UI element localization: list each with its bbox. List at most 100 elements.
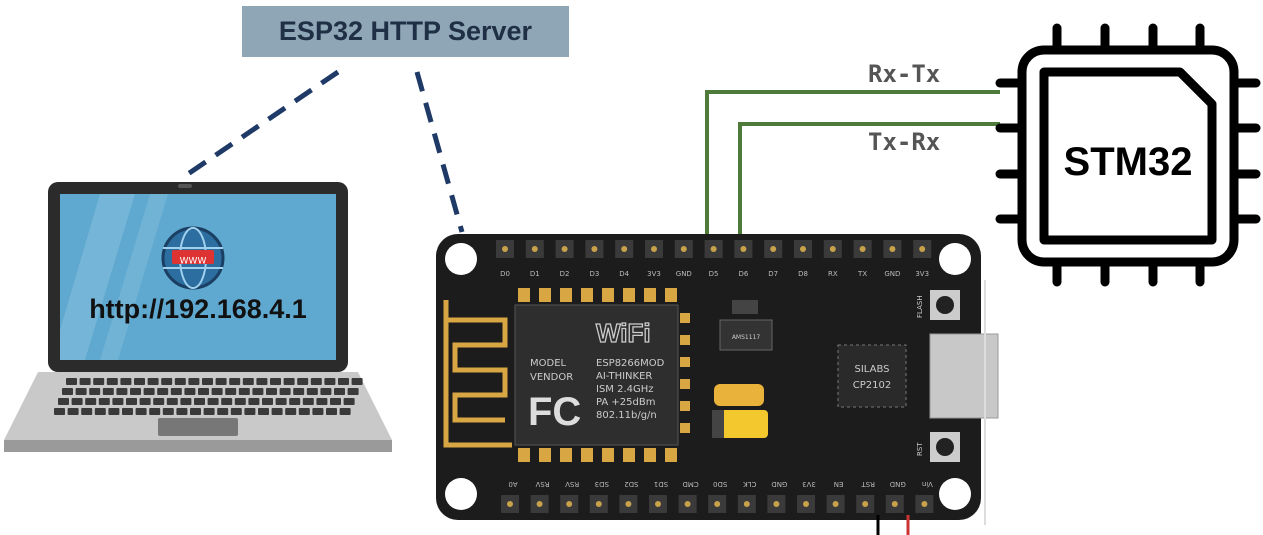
keyboard-key bbox=[324, 378, 336, 385]
keyboard-key bbox=[79, 378, 91, 385]
laptop-link-dashed bbox=[180, 69, 340, 181]
board-link-dashed bbox=[414, 71, 465, 233]
keyboard-key bbox=[120, 378, 132, 385]
pin-label-bottom: GND bbox=[890, 480, 906, 488]
header-pin-top-hole bbox=[919, 246, 926, 252]
module-pad-top bbox=[518, 288, 530, 302]
keyboard-key bbox=[215, 378, 227, 385]
keyboard-key bbox=[71, 398, 83, 405]
cp2102-line-1: SILABS bbox=[855, 364, 890, 375]
pin-label-top: D5 bbox=[709, 270, 719, 278]
keyboard-key bbox=[225, 388, 237, 395]
keyboard-key bbox=[130, 388, 141, 395]
keyboard-key bbox=[102, 388, 114, 395]
stm32-chip-icon bbox=[995, 23, 1261, 287]
keyboard-key bbox=[211, 388, 223, 395]
keyboard-key bbox=[198, 388, 209, 395]
header-pin-top-hole bbox=[621, 246, 628, 252]
keyboard-key bbox=[106, 378, 118, 385]
keyboard-key bbox=[312, 408, 324, 415]
keyboard-key bbox=[347, 388, 359, 395]
header-pin-top-hole bbox=[680, 246, 687, 252]
keyboard-key bbox=[351, 378, 363, 385]
pin-label-bottom: CMD bbox=[682, 480, 698, 488]
globe-www-text: WWW bbox=[180, 257, 207, 267]
keyboard-key bbox=[242, 378, 254, 385]
keyboard-key bbox=[85, 398, 97, 405]
header-pin-bottom-hole bbox=[743, 501, 750, 507]
keyboard-key bbox=[258, 408, 269, 415]
module-pad-top bbox=[581, 288, 593, 302]
keyboard-key bbox=[334, 388, 345, 395]
header-pin-top-hole bbox=[829, 246, 836, 252]
header-pin-bottom-hole bbox=[832, 501, 839, 507]
keyboard-key bbox=[166, 398, 178, 405]
header-pin-top-hole bbox=[770, 246, 777, 252]
laptop-keyboard bbox=[54, 378, 363, 415]
module-pad-side bbox=[680, 357, 690, 367]
module-pad-side bbox=[680, 313, 690, 323]
keyboard-key bbox=[262, 398, 273, 405]
header-pin-bottom-hole bbox=[684, 501, 691, 507]
pin-label-top: D0 bbox=[500, 270, 510, 278]
pin-label-top: D2 bbox=[560, 270, 570, 278]
wire-rx-tx bbox=[705, 90, 1000, 238]
pin-label-bottom: RSV bbox=[565, 480, 579, 488]
keyboard-key bbox=[293, 388, 305, 395]
keyboard-key bbox=[234, 398, 246, 405]
keyboard-key bbox=[93, 378, 105, 385]
module-fc-logo: FC bbox=[528, 390, 581, 434]
keyboard-key bbox=[98, 398, 110, 405]
keyboard-key bbox=[122, 408, 133, 415]
module-pad-top bbox=[644, 288, 656, 302]
keyboard-key bbox=[207, 398, 219, 405]
pin-label-bottom: SD2 bbox=[624, 480, 638, 488]
keyboard-key bbox=[94, 408, 106, 415]
stm32-label: STM32 bbox=[1063, 140, 1193, 184]
keyboard-key bbox=[75, 388, 87, 395]
rx-tx-label: Rx-Tx bbox=[868, 60, 941, 88]
module-pad-bottom bbox=[518, 448, 530, 462]
header-pin-bottom-hole bbox=[773, 501, 780, 507]
header-pin-top-hole bbox=[800, 246, 806, 252]
header-pin-top-hole bbox=[859, 246, 866, 252]
module-pad-top bbox=[560, 288, 572, 302]
keyboard-key bbox=[338, 378, 349, 385]
pin-label-bottom: GND bbox=[771, 480, 787, 488]
header-pin-bottom-hole bbox=[595, 501, 602, 507]
keyboard-key bbox=[194, 398, 205, 405]
keyboard-key bbox=[266, 388, 277, 395]
header-pin-bottom-hole bbox=[891, 501, 898, 507]
module-vendor-label: VENDOR bbox=[530, 372, 573, 383]
keyboard-key bbox=[176, 408, 188, 415]
keyboard-key bbox=[157, 388, 169, 395]
keyboard-key bbox=[326, 408, 337, 415]
pin-label-bottom: SD3 bbox=[595, 480, 609, 488]
keyboard-key bbox=[54, 408, 65, 415]
keyboard-key bbox=[221, 398, 233, 405]
pin-label-bottom: EN bbox=[834, 480, 844, 488]
keyboard-key bbox=[310, 378, 322, 385]
keyboard-key bbox=[330, 398, 341, 405]
module-pad-bottom bbox=[623, 448, 635, 462]
keyboard-key bbox=[62, 388, 73, 395]
module-pad-bottom bbox=[644, 448, 656, 462]
keyboard-key bbox=[108, 408, 120, 415]
header-pin-top-hole bbox=[889, 246, 896, 252]
pin-label-bottom: SD0 bbox=[713, 480, 727, 488]
module-spec-line: AI-THINKER bbox=[596, 371, 652, 382]
keyboard-key bbox=[203, 408, 215, 415]
keyboard-key bbox=[230, 408, 242, 415]
module-pad-top bbox=[602, 288, 614, 302]
header-pin-bottom-hole bbox=[566, 501, 573, 507]
keyboard-key bbox=[162, 408, 174, 415]
keyboard-key bbox=[81, 408, 93, 415]
keyboard-key bbox=[66, 378, 77, 385]
rst-label: RST bbox=[916, 442, 924, 456]
pin-label-top: GND bbox=[884, 270, 900, 278]
keyboard-key bbox=[58, 398, 69, 405]
server-label: ESP32 HTTP Server bbox=[242, 6, 569, 57]
keyboard-key bbox=[174, 378, 186, 385]
keyboard-key bbox=[343, 398, 355, 405]
